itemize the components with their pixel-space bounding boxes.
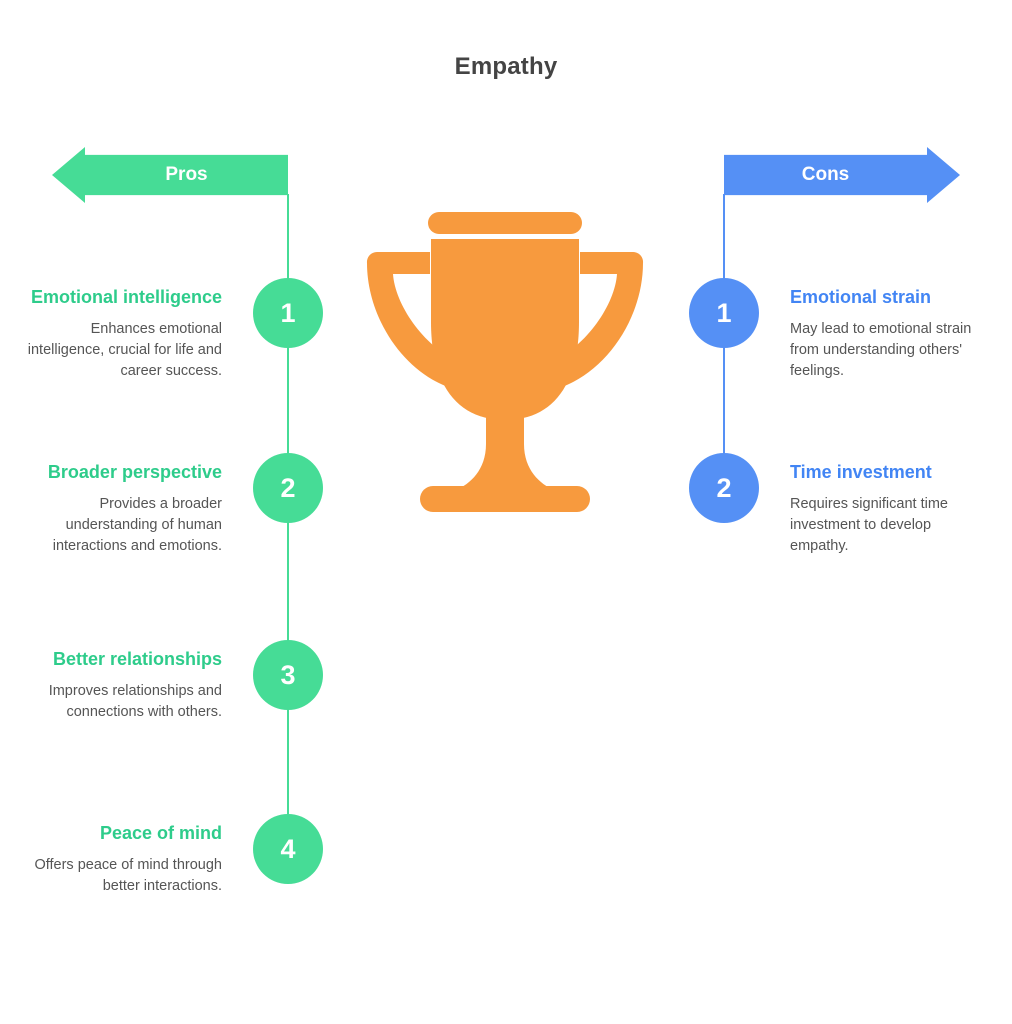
pros-marker-4-number: 4 (280, 833, 296, 864)
cons-marker-1: 1 (689, 278, 759, 348)
cons-marker-1-number: 1 (716, 297, 732, 328)
pros-marker-1: 1 (253, 278, 323, 348)
pros-item-1: Emotional intelligence Enhances emotiona… (22, 287, 222, 382)
pros-header-label: Pros (165, 164, 208, 185)
pros-marker-2: 2 (253, 453, 323, 523)
pros-item-2: Broader perspective Provides a broader u… (22, 462, 222, 557)
page-title: Empathy (454, 53, 558, 80)
cons-marker-2-number: 2 (716, 472, 732, 503)
pros-item-3: Better relationships Improves relationsh… (22, 649, 222, 723)
pros-item-1-heading: Emotional intelligence (30, 287, 222, 307)
pros-item-3-description: Improves relationships and connections w… (48, 682, 222, 720)
trophy-illustration (355, 212, 655, 522)
pros-item-4-description: Offers peace of mind through better inte… (34, 856, 222, 894)
pros-marker-3: 3 (253, 640, 323, 710)
trophy-icon (366, 212, 644, 512)
pros-item-3-heading: Better relationships (52, 649, 222, 669)
cons-item-2-description: Requires significant time investment to … (790, 495, 948, 554)
pros-item-2-heading: Broader perspective (47, 462, 222, 482)
pros-header-arrow: Pros (52, 147, 288, 203)
pros-marker-1-number: 1 (280, 297, 296, 328)
cons-header-label: Cons (801, 164, 850, 185)
cons-item-1-description: May lead to emotional strain from unders… (790, 320, 972, 379)
cons-item-2: Time investment Requires significant tim… (790, 462, 990, 557)
cons-item-2-heading: Time investment (790, 462, 932, 482)
pros-item-4-heading: Peace of mind (99, 823, 222, 843)
cons-header-arrow: Cons (724, 147, 960, 203)
pros-marker-2-number: 2 (280, 472, 296, 503)
cons-item-1-heading: Emotional strain (790, 287, 932, 307)
pros-marker-4: 4 (253, 814, 323, 884)
cons-item-1: Emotional strain May lead to emotional s… (790, 287, 990, 382)
pros-item-2-description: Provides a broader understanding of huma… (52, 495, 222, 554)
cons-marker-2: 2 (689, 453, 759, 523)
pros-item-1-description: Enhances emotional intelligence, crucial… (27, 320, 222, 379)
pros-marker-3-number: 3 (280, 659, 296, 690)
pros-item-4: Peace of mind Offers peace of mind throu… (22, 823, 222, 897)
